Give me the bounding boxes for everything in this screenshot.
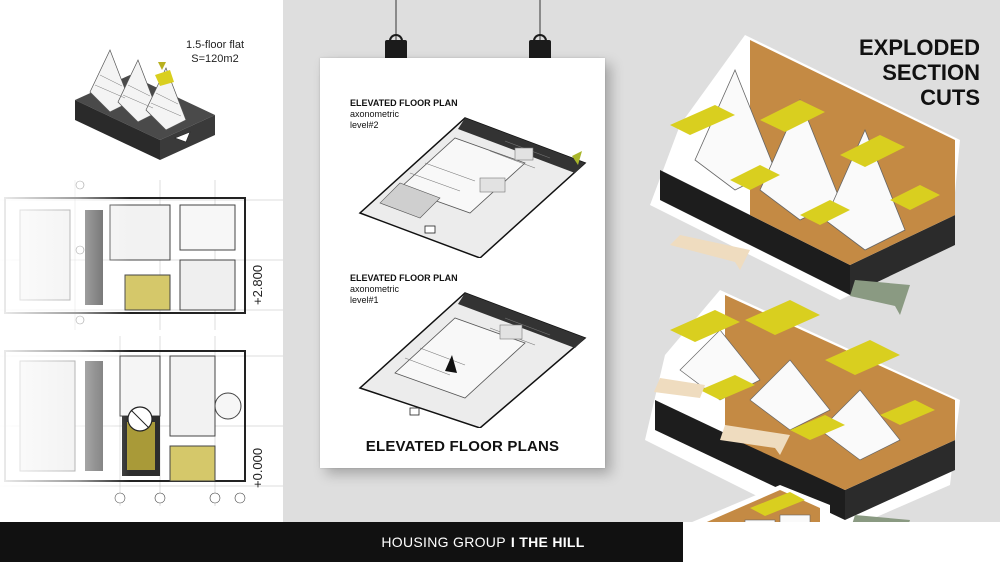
elevated-floor-plans-poster: ELEVATED FLOOR PLAN axonometric level#2 …: [320, 58, 605, 468]
level2-title: ELEVATED FLOOR PLAN: [350, 98, 458, 108]
level2-caption: ELEVATED FLOOR PLAN axonometric level#2: [350, 98, 458, 131]
level1-axonometric: [358, 292, 587, 428]
exploded-section-title: EXPLODED SECTION CUTS: [810, 35, 980, 110]
section-cut-upper: [650, 35, 960, 315]
level2-axonometric: [358, 117, 587, 258]
upper-plan-fade: [0, 180, 130, 330]
binder-clip-right-icon: [529, 0, 551, 64]
project-prefix: HOUSING GROUP: [381, 534, 506, 550]
flat-axonometric: [75, 49, 215, 160]
level2-sub1: axonometric: [350, 109, 400, 119]
upper-level-label: +2.800: [250, 264, 265, 305]
level1-sub2: level#1: [350, 295, 379, 305]
project-title-bar: HOUSING GROUP I THE HILL: [283, 522, 683, 562]
lower-plan-fade: [0, 336, 130, 506]
binder-clip-left-icon: [385, 0, 407, 64]
flat-area-text: S=120m2: [191, 53, 239, 65]
project-name: I THE HILL: [510, 534, 585, 550]
level1-title: ELEVATED FLOOR PLAN: [350, 273, 458, 283]
exploded-section-cuts: [645, 35, 960, 562]
lower-level-label: +0.000: [250, 447, 265, 488]
exploded-title-line2: SECTION: [882, 60, 980, 85]
level1-caption: ELEVATED FLOOR PLAN axonometric level#1: [350, 273, 458, 306]
level1-sub1: axonometric: [350, 284, 400, 294]
level2-sub2: level#2: [350, 120, 379, 130]
flat-type-text: 1.5-floor flat: [185, 39, 245, 51]
footer: HOUSING GROUP I THE HILL: [0, 522, 1000, 562]
lower-floor-plan: [0, 336, 283, 506]
exploded-title-line1: EXPLODED: [858, 35, 980, 60]
exploded-title-line3: CUTS: [920, 85, 980, 110]
footer-left-bar: [0, 522, 283, 562]
flat-label: 1.5-floor flat S=120m2: [155, 38, 275, 66]
poster-title: ELEVATED FLOOR PLANS: [365, 438, 560, 455]
upper-floor-plan: [0, 180, 283, 330]
floor-plans-panel: 1.5-floor flat S=120m2 +2.800: [0, 0, 283, 522]
